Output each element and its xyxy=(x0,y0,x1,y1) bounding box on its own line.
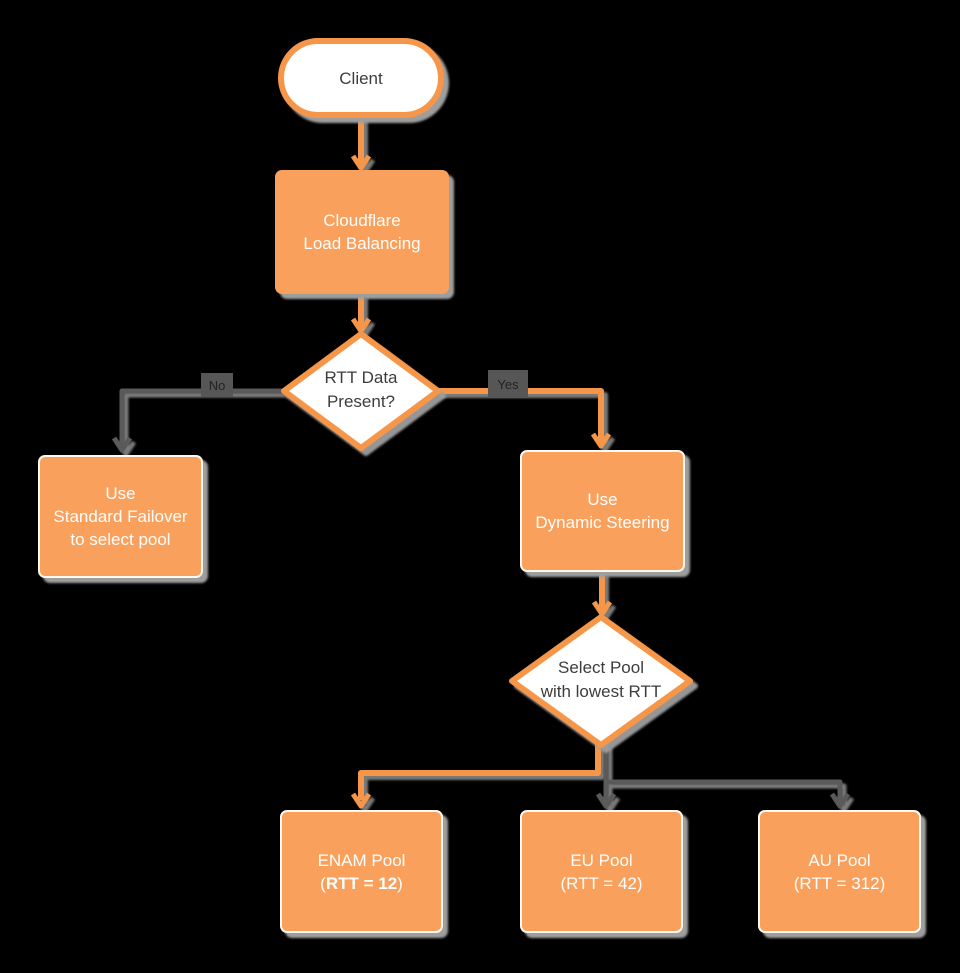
pool-au-name: AU Pool xyxy=(808,850,871,870)
pool-au-rtt: (RTT = 312) xyxy=(794,872,886,895)
arrowhead-down-icon xyxy=(590,432,612,449)
select-pool-line1: Select Pool xyxy=(558,658,644,677)
edge-selectpool-to-au xyxy=(606,779,843,800)
node-load-balancing-line2: Load Balancing xyxy=(303,234,421,253)
edge-selectpool-to-enam xyxy=(358,744,601,800)
node-standard-failover: Use Standard Failover to select pool xyxy=(38,455,203,578)
edge-no-to-standard-failover xyxy=(119,388,286,446)
node-pool-enam: ENAM Pool (RTT = 12) xyxy=(280,810,443,933)
pool-eu-rtt: (RTT = 42) xyxy=(560,872,642,895)
pool-au-rtt-close: ) xyxy=(879,873,886,893)
dynamic-steering-line2: Dynamic Steering xyxy=(535,513,670,532)
arrowhead-down-icon xyxy=(591,600,613,617)
decision-select-pool-label: Select Pool with lowest RTT xyxy=(511,656,691,704)
standard-failover-line2: Standard Failover xyxy=(53,507,188,526)
decision-rtt-data-present xyxy=(281,331,441,451)
edge-label-no: No xyxy=(201,373,233,397)
pool-au-rtt-value: RTT = 312 xyxy=(799,873,880,893)
pool-enam-name: ENAM Pool xyxy=(317,850,406,870)
node-client: Client xyxy=(278,38,444,118)
edge-label-yes: Yes xyxy=(488,370,528,398)
pool-enam-rtt: (RTT = 12) xyxy=(320,872,403,895)
node-pool-au: AU Pool (RTT = 312) xyxy=(758,810,921,933)
node-client-label: Client xyxy=(339,68,383,88)
pool-eu-rtt-value: RTT = 42 xyxy=(566,873,637,893)
rtt-present-line2: Present? xyxy=(326,392,396,411)
pool-enam-rtt-open: ( xyxy=(320,873,326,893)
arrowhead-down-icon xyxy=(350,792,372,809)
select-pool-line2: with lowest RTT xyxy=(540,682,662,701)
dynamic-steering-line1: Use xyxy=(587,490,618,509)
edge-label-no-text: No xyxy=(208,377,226,393)
arrowhead-down-icon xyxy=(595,792,617,809)
arrowhead-down-icon xyxy=(350,154,372,171)
edge-yes-to-dynamic-steering xyxy=(436,388,604,441)
node-load-balancing-line1: Cloudflare xyxy=(323,211,401,230)
pool-eu-rtt-open: ( xyxy=(560,873,567,893)
standard-failover-line1: Use xyxy=(105,484,136,503)
pool-eu-rtt-close: ) xyxy=(636,873,643,893)
pool-eu-name: EU Pool xyxy=(570,850,633,870)
decision-select-pool xyxy=(509,614,693,748)
arrowhead-down-icon xyxy=(829,792,851,809)
pool-au-rtt-open: ( xyxy=(793,873,800,893)
decision-rtt-data-present-label: RTT Data Present? xyxy=(271,366,451,414)
pool-enam-rtt-value: RTT = 12 xyxy=(325,873,398,893)
node-load-balancing: Cloudflare Load Balancing xyxy=(275,170,449,294)
node-pool-eu: EU Pool (RTT = 42) xyxy=(520,810,683,933)
pool-enam-rtt-close: ) xyxy=(397,873,403,893)
edge-label-yes-text: Yes xyxy=(497,376,519,392)
rtt-present-line1: RTT Data xyxy=(324,368,398,387)
standard-failover-line3: to select pool xyxy=(70,530,171,549)
arrowhead-down-icon xyxy=(111,436,133,453)
node-dynamic-steering: Use Dynamic Steering xyxy=(520,450,685,572)
